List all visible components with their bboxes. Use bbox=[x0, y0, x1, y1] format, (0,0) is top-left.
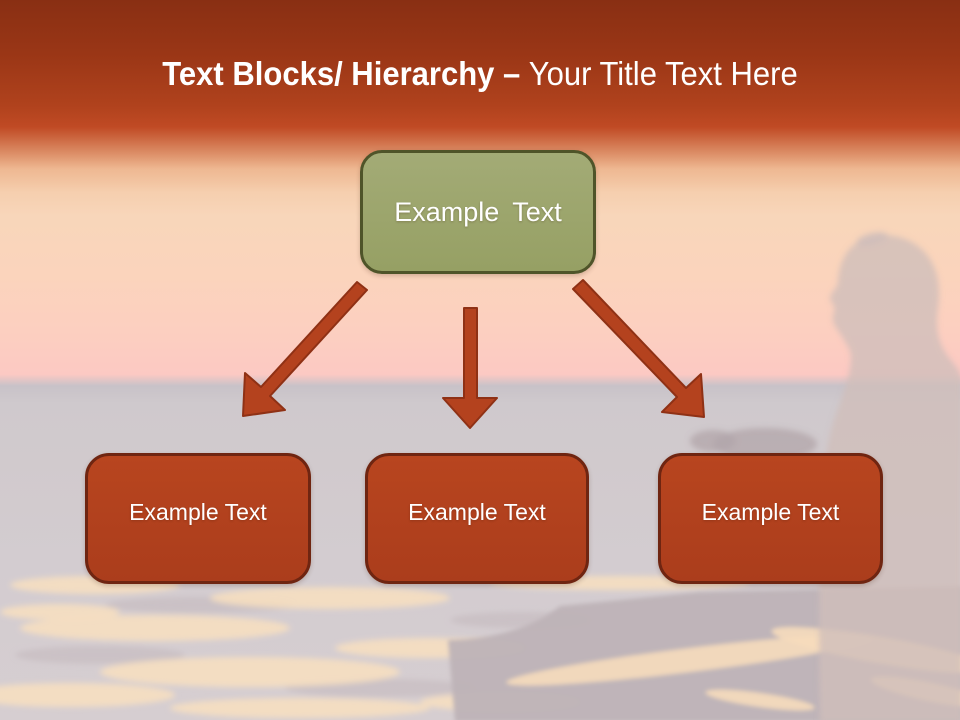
child-text-block-1-label: Example Text bbox=[129, 499, 267, 525]
slide-title-subtitle: Your Title Text Here bbox=[528, 55, 798, 92]
connector-arrow-right bbox=[572, 279, 705, 418]
child-text-block-2-label: Example Text bbox=[408, 499, 546, 525]
slide-title-topic: Text Blocks/ Hierarchy – bbox=[162, 55, 521, 92]
connector-arrow-left bbox=[242, 281, 368, 417]
woman-silhouette bbox=[690, 232, 960, 720]
connector-arrow-middle bbox=[442, 307, 498, 429]
root-text-block-label: Example Text bbox=[394, 196, 562, 227]
child-text-block-3-label: Example Text bbox=[701, 499, 840, 525]
child-text-block-1: Example Text bbox=[85, 453, 311, 584]
slide-title: Text Blocks/ Hierarchy –Your Title Text … bbox=[29, 54, 931, 94]
root-text-block: Example Text bbox=[360, 150, 596, 274]
child-text-block-3: Example Text bbox=[658, 453, 883, 584]
child-text-block-2: Example Text bbox=[365, 453, 589, 584]
